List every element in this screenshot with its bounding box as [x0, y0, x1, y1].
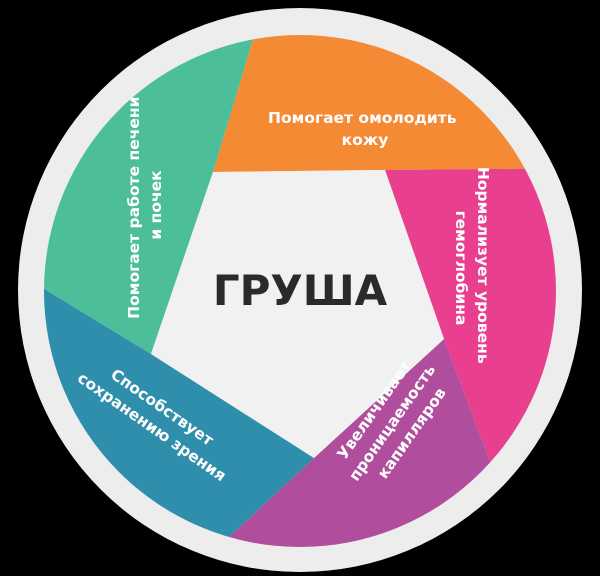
diagram-title: ГРУША: [213, 266, 388, 315]
segment-label-green: Помогает работе печени и почек: [125, 91, 165, 319]
segment-label-pink: Нормализует уровень гемоглобина: [452, 167, 492, 369]
segment-label-orange: Помогает омолодить кожу: [268, 109, 462, 149]
center-pentagon: [151, 170, 444, 458]
